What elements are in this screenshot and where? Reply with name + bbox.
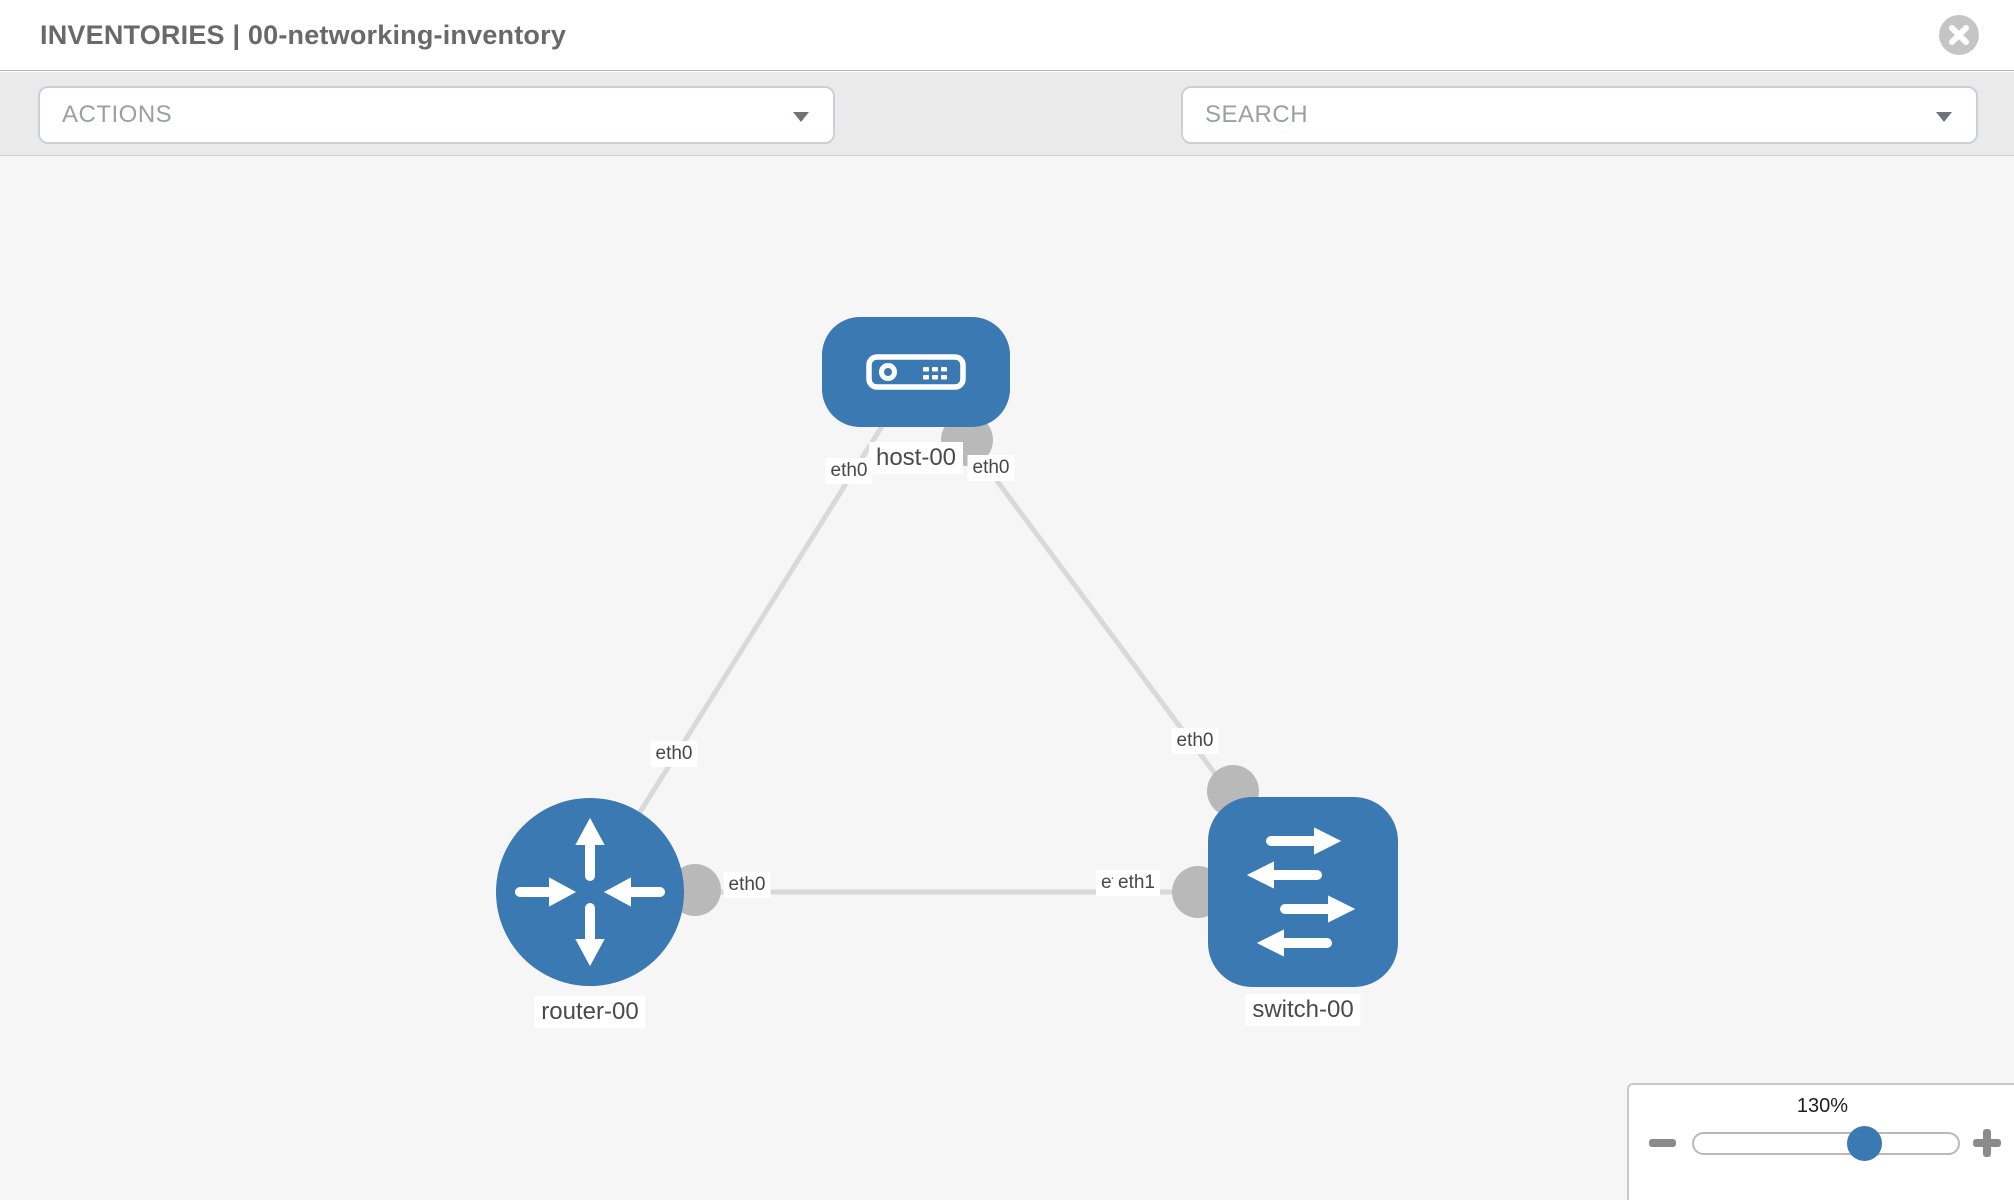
actions-dropdown[interactable]: ACTIONS <box>38 86 835 144</box>
chevron-down-icon <box>1936 112 1952 122</box>
router-icon <box>515 817 665 967</box>
node-switch-00[interactable] <box>1208 797 1398 987</box>
header-bar: INVENTORIES | 00-networking-inventory <box>0 0 2014 71</box>
zoom-in-button[interactable] <box>1973 1129 2001 1157</box>
node-label-host: host-00 <box>868 442 964 474</box>
page-title: INVENTORIES | 00-networking-inventory <box>40 20 567 50</box>
zoom-level-value: 130% <box>1796 1095 1849 1117</box>
node-label-router: router-00 <box>534 996 646 1028</box>
chevron-down-icon <box>793 112 809 122</box>
actions-dropdown-label: ACTIONS <box>62 101 173 128</box>
zoom-control-panel: 130% <box>1627 1083 2014 1200</box>
interface-label: eth0 <box>723 872 771 898</box>
search-dropdown-label: SEARCH <box>1205 101 1309 128</box>
node-label-switch: switch-00 <box>1245 994 1361 1026</box>
interface-label: eth1 <box>1113 870 1160 896</box>
zoom-slider-thumb[interactable] <box>1847 1126 1882 1161</box>
close-icon <box>1939 15 1979 55</box>
close-button[interactable] <box>1938 14 1980 56</box>
zoom-out-button[interactable] <box>1649 1139 1676 1147</box>
switch-icon <box>1246 827 1356 957</box>
interface-label: eth0 <box>967 455 1015 481</box>
toolbar: ACTIONS SEARCH <box>0 72 2014 205</box>
interface-label: eth0 <box>1171 728 1219 754</box>
zoom-slider-track[interactable] <box>1692 1132 1960 1155</box>
node-host-00[interactable] <box>822 317 1010 427</box>
search-dropdown[interactable]: SEARCH <box>1181 86 1978 144</box>
node-router-00[interactable] <box>496 798 684 986</box>
host-icon <box>866 354 966 390</box>
interface-label: eth0 <box>650 741 698 767</box>
topology-canvas[interactable]: host-00 router-00 switch-00 eth0 eth0 et… <box>0 156 2014 1200</box>
interface-label: eth0 <box>825 458 873 484</box>
